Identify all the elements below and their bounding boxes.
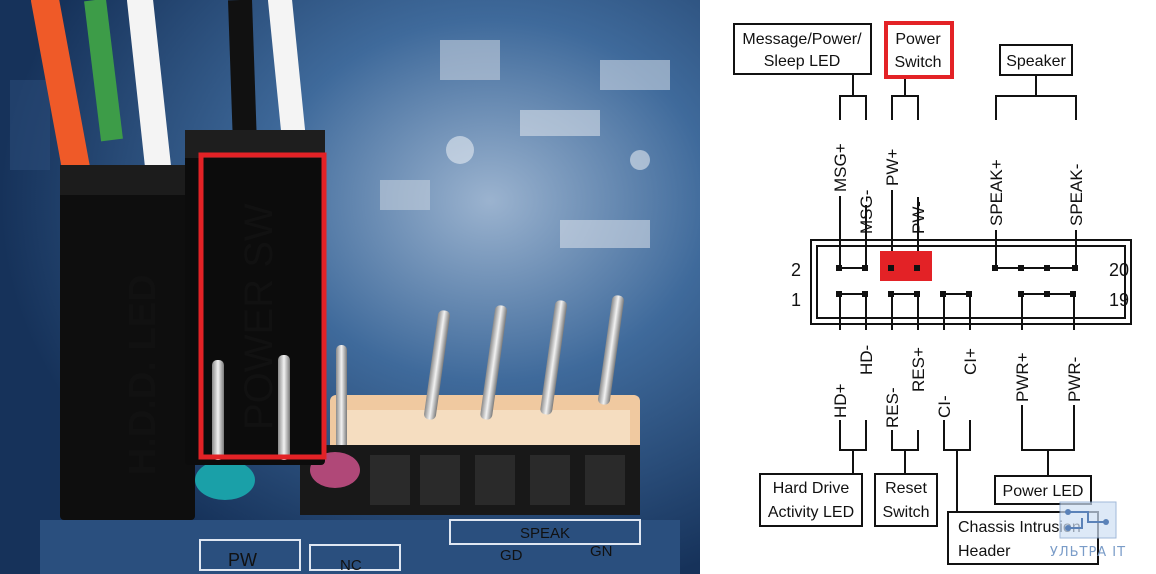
- pin-pwr-minus: PWR-: [1065, 357, 1084, 402]
- pin-msg-minus: MSG-: [857, 190, 876, 234]
- speaker-box: Speaker: [1006, 53, 1066, 70]
- pin-number-1: 1: [791, 290, 801, 310]
- watermark-text: УЛЬТРА IT: [1049, 545, 1127, 560]
- reset-box-line2: Switch: [882, 504, 929, 521]
- circuit-logo-icon: [1059, 501, 1117, 539]
- power-led-box: Power LED: [1003, 483, 1084, 500]
- nc-silk-label: NC: [340, 557, 362, 574]
- hdd-box-line1: Hard Drive: [773, 480, 850, 497]
- pin-ci-minus: CI-: [935, 395, 954, 418]
- pin-pwr-plus: PWR+: [1013, 352, 1032, 402]
- chassis-box-line2: Header: [958, 543, 1011, 560]
- header-pins: [336, 295, 624, 455]
- gd-silk-label: GD: [500, 547, 523, 564]
- pin-msg-plus: MSG+: [831, 143, 850, 192]
- pin-pw-plus: PW+: [883, 149, 902, 186]
- hdd-led-connector: H.D.D. LED: [60, 165, 195, 520]
- pin-number-19: 19: [1109, 290, 1129, 310]
- power-switch-box-line2: Switch: [894, 54, 941, 71]
- hdd-box-line2: Activity LED: [768, 504, 854, 521]
- power-switch-box-line1: Power: [895, 31, 941, 48]
- pin-speak-minus: SPEAK-: [1067, 164, 1086, 226]
- gn-silk-label: GN: [590, 543, 613, 560]
- pin-speak-plus: SPEAK+: [987, 159, 1006, 226]
- msg-box-line1: Message/Power/: [742, 31, 862, 48]
- motherboard-photo: PW SPEAK GD GN NC H.D.D. LED POWER SW: [0, 0, 700, 574]
- pw-silk-label: PW: [228, 550, 257, 570]
- reset-box-line1: Reset: [885, 480, 927, 497]
- pin-hd-plus: HD+: [831, 383, 850, 418]
- speak-silk-label: SPEAK: [520, 525, 570, 542]
- power-sw-highlight: [198, 152, 327, 460]
- power-switch-pins-highlight: [880, 251, 932, 281]
- pin-ci-plus: CI+: [961, 348, 980, 375]
- pin-res-plus: RES+: [909, 347, 928, 392]
- power-switch-box-highlight: [884, 21, 954, 79]
- pin-hd-minus: HD-: [857, 345, 876, 375]
- pin-res-minus: RES-: [883, 387, 902, 428]
- power-sw-label: POWER SW: [237, 203, 281, 430]
- watermark: УЛЬТРА IT: [1042, 500, 1134, 560]
- pin-number-2: 2: [791, 260, 801, 280]
- wires: [31, 0, 307, 204]
- hdd-led-label: H.D.D. LED: [122, 274, 164, 475]
- msg-box-line2: Sleep LED: [764, 53, 841, 70]
- pin-number-20: 20: [1109, 260, 1129, 280]
- pin-pw-minus: PW-: [909, 201, 928, 234]
- chassis-box-line1: Chassis Intrusion: [958, 519, 1081, 536]
